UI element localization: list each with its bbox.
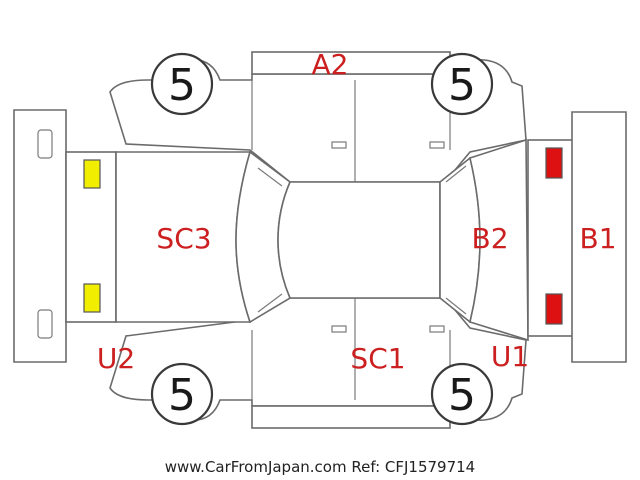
bottom-handle-rear [331,325,347,333]
code-front-bumper: B1 [579,222,616,255]
rear-lamp-top [83,159,101,189]
front-lamp-bottom [545,293,563,325]
tire-front-right-value: 5 [448,60,476,111]
code-hood: B2 [471,222,508,255]
code-rear-bumper: U2 [97,342,135,375]
top-roof-rail [251,51,451,75]
windshield-inner-bottom [445,297,467,315]
code-rear-floor: SC3 [156,222,211,255]
roof [277,181,441,299]
tire-front-left-circle [150,52,214,116]
tire-rear-right-value: 5 [448,370,476,421]
hood [469,138,529,342]
rear-window-inner-bottom [257,293,283,313]
code-rocker-panel: SC1 [350,342,405,375]
rear-bumper-shape [13,109,67,363]
code-front-bumper-lower: U1 [491,340,529,373]
tire-rear-left-circle [150,362,214,426]
bottom-handle-front [429,325,445,333]
top-handle-rear [331,141,347,149]
code-roof-edge: A2 [312,48,349,81]
front-bumper-shape [571,111,627,363]
rear-bumper-notch-top [37,129,53,159]
top-handle-front [429,141,445,149]
tire-front-right-circle [430,52,494,116]
bottom-rocker-strip [251,405,451,429]
footer-reference: www.CarFromJapan.com Ref: CFJ1579714 [165,458,475,476]
rear-lamp-bottom [83,283,101,313]
front-lamp-top [545,147,563,179]
tire-rear-right-circle [430,362,494,426]
tire-rear-left-value: 5 [168,370,196,421]
tire-front-left-value: 5 [168,60,196,111]
rear-bumper-notch-bottom [37,309,53,339]
windshield-inner-top [445,165,467,183]
rear-window-inner-top [257,167,283,187]
